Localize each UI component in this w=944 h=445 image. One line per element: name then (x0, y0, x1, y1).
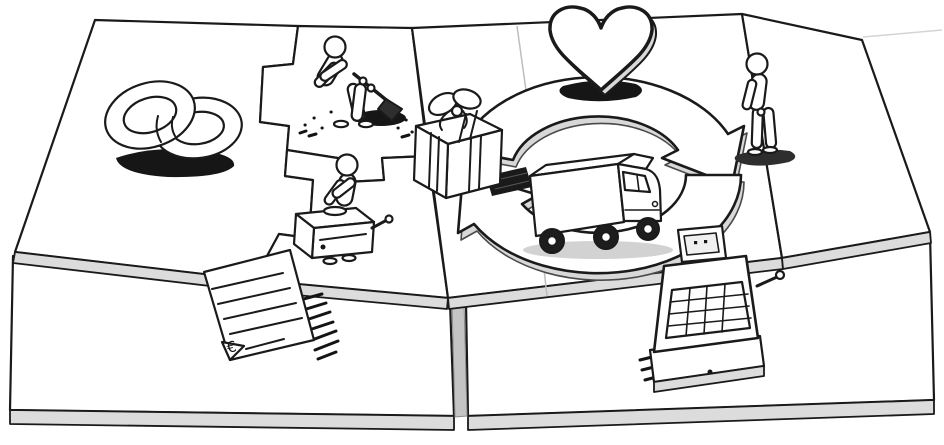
worker-with-machine-icon (292, 153, 394, 266)
digger-foot-right (357, 119, 375, 129)
worker-foot-left (322, 256, 338, 266)
gift-ribbon (428, 110, 482, 192)
invoice-note-icon: € (202, 248, 340, 362)
machine-crank-knob (384, 214, 394, 224)
plate-customer-segments (740, 12, 932, 270)
heart-icon (548, 5, 658, 102)
machine-left-face (292, 212, 316, 260)
revenue-streams-front-edge (467, 399, 935, 431)
person-foot-left (746, 147, 764, 157)
register-crank-arm (755, 275, 779, 288)
truck-headlight (651, 200, 659, 208)
worker-foot-right (341, 253, 357, 263)
digger-hand-1 (358, 76, 368, 86)
canvas-back-line (862, 29, 943, 38)
gift-bow-streamers (438, 110, 468, 131)
person-foot-right (761, 145, 779, 155)
register-screen-dot-1 (694, 241, 698, 245)
worker-arm-right (331, 177, 357, 199)
register-crank-knob (774, 269, 786, 281)
gift-bow-loop-right (452, 88, 482, 110)
gift-box-icon (412, 88, 532, 200)
digger-head (323, 35, 347, 59)
person-head (745, 52, 769, 76)
ring-interlock-arcs (155, 115, 176, 143)
register-keypad-grid (667, 283, 752, 337)
gift-bow-knot (450, 104, 464, 118)
invoice-scribble-shadow (298, 292, 340, 361)
interlocked-rings-icon (104, 80, 243, 178)
register-drawer-knob (707, 369, 713, 375)
delivery-truck-icon (523, 152, 673, 259)
register-screen (683, 232, 720, 256)
cost-structure-front-edge (9, 409, 455, 431)
person-arm (741, 78, 758, 111)
digger-foot-left (332, 119, 350, 129)
digging-person-icon (298, 35, 414, 139)
invoice-text-lines (211, 272, 303, 350)
standing-person-icon (734, 52, 796, 166)
truck-detail-lines (617, 163, 660, 222)
shovel-blade (377, 98, 403, 122)
heart-shape (548, 5, 654, 92)
person-hand (756, 107, 766, 117)
invoice-paper (202, 248, 316, 362)
register-base-front (653, 365, 765, 393)
digger-hand-2 (366, 83, 376, 93)
machine-slot (319, 233, 367, 241)
invoice-currency-symbol: € (225, 337, 238, 357)
machine-roller (322, 205, 348, 217)
cash-register-icon (638, 224, 786, 393)
plate-seam-gap (451, 301, 468, 418)
machine-crank-arm (370, 218, 389, 230)
dirt-speckles (298, 110, 414, 139)
top-arrow (458, 75, 746, 187)
worker-head (335, 153, 359, 177)
digger-arm-right (319, 58, 348, 82)
machine-knob (320, 244, 326, 250)
invoice-corner-curl (220, 340, 246, 362)
register-screen-dot-2 (704, 240, 708, 244)
customer-segments-front-edge (781, 231, 932, 270)
